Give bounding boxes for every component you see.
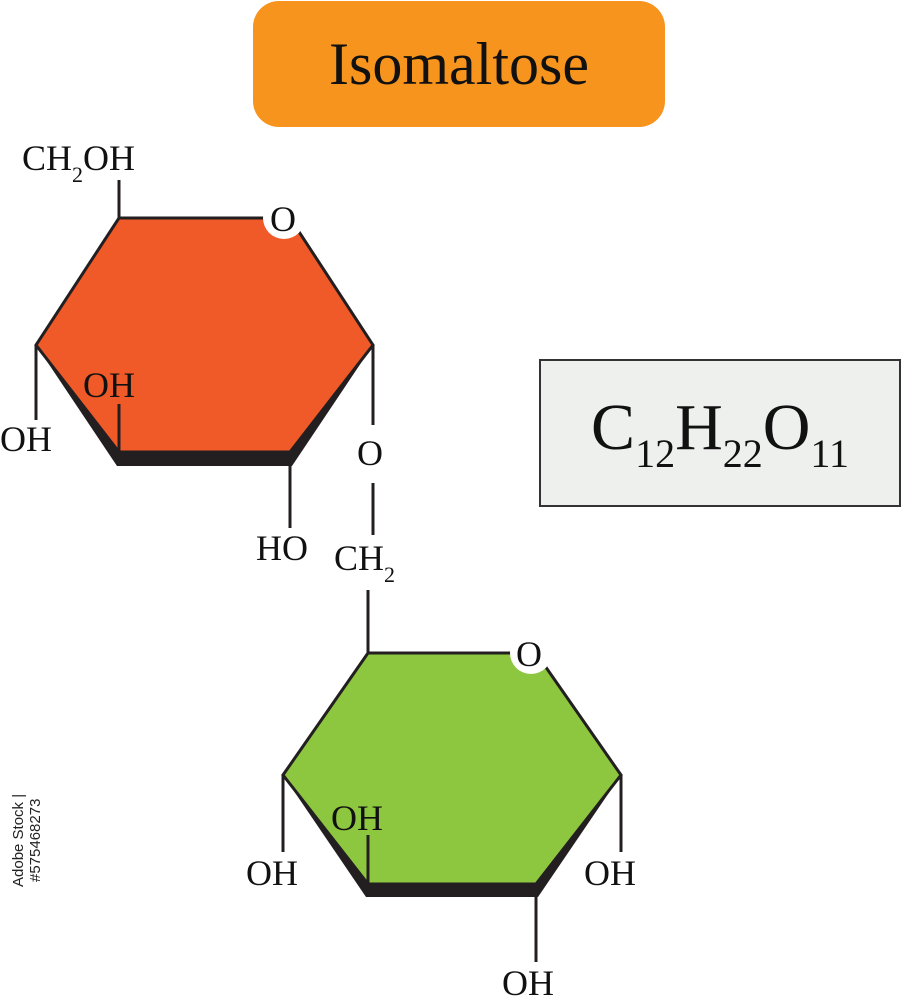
bottom-ring-oh-bottom: OH <box>502 963 554 1000</box>
glycosidic-oxygen-label: O <box>357 433 383 473</box>
molecule-title: Isomaltose <box>329 30 589 97</box>
top-ring-ho-label: HO <box>256 528 308 568</box>
title-badge: Isomaltose <box>253 1 665 127</box>
ch2oh-label: CH2OH <box>22 138 135 187</box>
ch2-link-label: CH2 <box>334 538 395 587</box>
bottom-ring-oh-right: OH <box>584 853 636 893</box>
molecular-formula: C12H22O11 <box>591 390 849 477</box>
bottom-ring-oh-left: OH <box>246 853 298 893</box>
top-ring-oh-left: OH <box>0 419 52 459</box>
formula-oxygen: O <box>762 390 811 464</box>
bottom-ring-oxygen-notch <box>510 632 552 674</box>
stock-watermark-id: Adobe Stock | #575468273 <box>10 793 44 887</box>
top-ring-oxygen-notch <box>263 197 305 239</box>
bottom-glucose-ring <box>281 632 623 897</box>
bottom-ring-oh-inner: OH <box>331 798 383 838</box>
top-ring-oh-inner: OH <box>83 365 135 405</box>
top-ring-oxygen-label: O <box>270 199 296 239</box>
formula-carbon-count: 12 <box>635 430 676 476</box>
formula-hydrogen-count: 22 <box>722 430 763 476</box>
top-glucose-ring <box>34 197 375 466</box>
formula-hydrogen: H <box>675 390 723 464</box>
bottom-ring-oxygen-label: O <box>516 634 542 674</box>
bonds <box>34 180 623 962</box>
molecular-formula-box: C12H22O11 <box>539 359 901 507</box>
formula-oxygen-count: 11 <box>810 430 849 476</box>
formula-carbon: C <box>591 390 636 464</box>
